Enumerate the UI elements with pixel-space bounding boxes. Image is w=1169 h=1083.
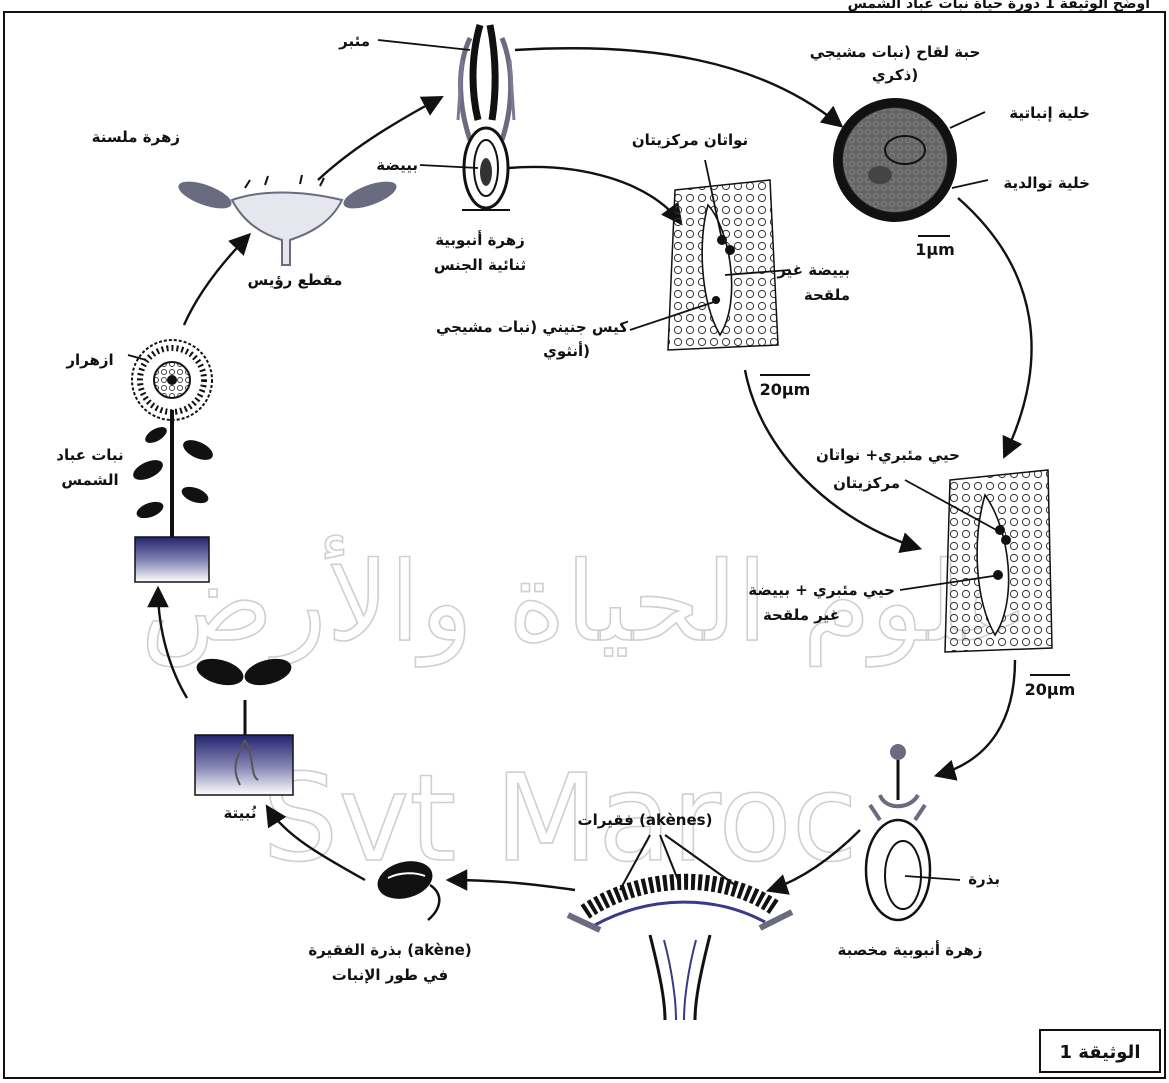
label-fertilized-flower: زهرة أنبوبية مخصبة: [838, 940, 983, 959]
label-scale-20um-b: 20µm: [1025, 680, 1076, 699]
label-akene-seed-1: بذرة الفقيرة (akène): [308, 941, 471, 959]
label-stamen: مئبر: [338, 32, 370, 50]
label-tubular-flower-1: زهرة أنبوبية: [435, 230, 525, 249]
label-unfertilized-ovum-1: بييضة غير: [776, 261, 850, 279]
label-generative-cell: خلية توالدية: [1003, 174, 1090, 192]
arrow-pollen-to-fertilization: [958, 198, 1032, 455]
label-akene-seed-2: في طور الإنبات: [332, 966, 448, 984]
label-pollen-grain-2: ذكري): [872, 66, 918, 85]
fertilization-illustration: [945, 470, 1052, 652]
label-ovule: بييضة: [376, 156, 418, 174]
label-seed: بذرة: [968, 870, 1000, 888]
document-label: الوثيقة 1: [1060, 1042, 1141, 1063]
label-akenes: فقيرات (akènes): [578, 811, 713, 829]
label-sunflower-1: نبات عباد: [56, 446, 123, 464]
label-embryo-sac-1: كيس جنيني (نبات مشيجي: [436, 318, 628, 336]
fertilized-flower-illustration: [866, 744, 930, 920]
label-vegetative-cell: خلية إنباتية: [1009, 104, 1090, 122]
label-unfertilized-ovum-2: ملقحة: [804, 286, 850, 304]
arrow-sunflower-to-head: [184, 236, 248, 325]
label-pollen-nucleus-central-2: مركزيتان: [833, 474, 900, 492]
watermark-latin: Svt Maroc: [262, 750, 858, 889]
embryo-sac-illustration: [668, 180, 778, 350]
label-embryo-sac-2: أنثوي): [543, 341, 590, 361]
label-capitule: ازهرار: [65, 351, 113, 369]
label-seedling: نُبيتة: [223, 804, 256, 822]
arrow-fertilization-to-flower: [938, 660, 1015, 775]
label-pollen-nucleus-central-1: حيي مئبري+ نواتان: [816, 446, 960, 465]
label-scale-1um: 1µm: [915, 240, 955, 259]
sunflower-plant-illustration: [130, 340, 216, 582]
label-sunflower-2: الشمس: [61, 471, 118, 489]
tubular-flower-illustration: [458, 25, 514, 210]
watermark-arabic: علوم الحياة والأرض: [141, 534, 1030, 667]
label-head-section: مقطع رؤيس: [248, 271, 343, 289]
label-pollen-grain-1: حبة لقاح (نبات مشيجي: [810, 43, 981, 61]
label-pollen-nucleus-ovum-1: حيي مئبري + بييضة: [748, 581, 895, 600]
pollen-grain-illustration: [833, 98, 957, 222]
arrow-stamen-to-pollen: [515, 48, 840, 125]
seedling-illustration: [194, 654, 295, 795]
label-tubular-flower-2: ثنائية الجنس: [434, 256, 526, 274]
header-partial: أوضّح الوثيقة 1 دورة حياة نبات عباد الشم…: [848, 0, 1150, 12]
label-composite-flower: زهرة ملسنة: [92, 128, 180, 146]
arrow-ovule-to-embryo-sac: [508, 167, 680, 222]
head-section-illustration: [175, 175, 399, 265]
label-pollen-nucleus-ovum-2: غير ملقحة: [763, 606, 840, 624]
watermark: علوم الحياة والأرض Svt Maroc: [141, 534, 1030, 889]
label-scale-20um-a: 20µm: [760, 380, 811, 399]
label-central-nuclei-top: نواتان مركزيتان: [632, 131, 748, 149]
document-label-box: الوثيقة 1: [1040, 1030, 1160, 1072]
